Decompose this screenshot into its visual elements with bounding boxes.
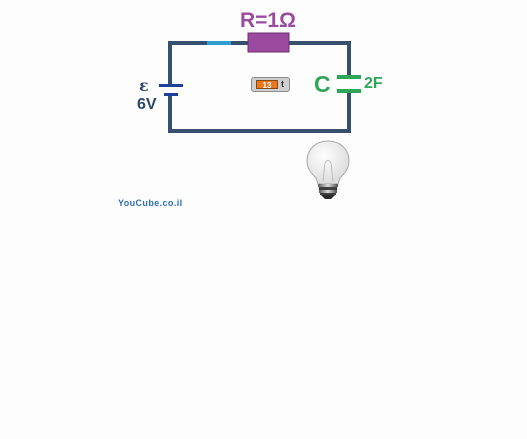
light-bulb-icon (306, 140, 350, 199)
capacitor-plate-top (337, 75, 361, 79)
time-counter-value: 13 (256, 80, 278, 90)
wire-top-right (287, 41, 351, 77)
battery-voltage: 6V (137, 96, 157, 113)
resistor (247, 32, 290, 53)
wire-bottom (168, 91, 351, 133)
battery-plate-short (164, 93, 178, 96)
time-counter: 13 t (251, 77, 290, 92)
capacitor-letter: C (314, 71, 331, 97)
emf-symbol: ε (139, 76, 149, 95)
capacitor-plate-bottom (337, 89, 361, 93)
time-counter-unit: t (281, 79, 284, 89)
battery-plate-long (159, 84, 183, 87)
credit-link[interactable]: YouCube.co.il (118, 198, 183, 208)
capacitor-value: 2F (364, 75, 383, 92)
resistor-label: R=1Ω (240, 9, 296, 32)
